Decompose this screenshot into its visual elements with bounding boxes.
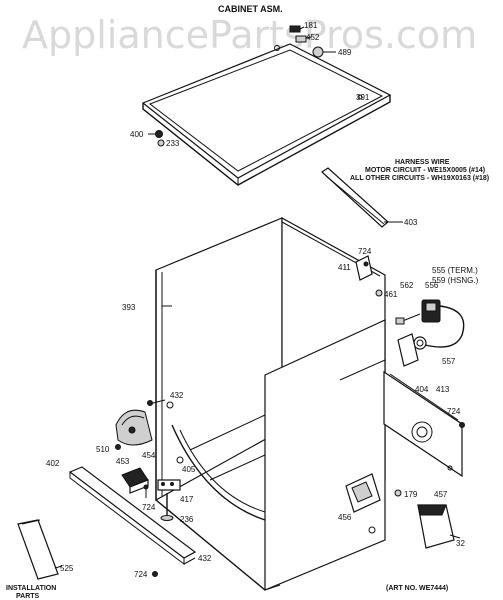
label-724-a: 724: [358, 247, 372, 256]
label-452-top: 452: [306, 33, 320, 42]
label-404: 404: [415, 385, 429, 394]
screw-179: [394, 489, 402, 497]
label-179: 179: [404, 490, 418, 499]
harness-strip: [321, 167, 403, 228]
label-403: 403: [404, 218, 418, 227]
label-724-c: 724: [142, 503, 156, 512]
label-456: 456: [338, 513, 352, 522]
screw-400: [148, 130, 165, 147]
pin-724: [143, 484, 149, 498]
clip-461: [375, 289, 383, 297]
label-454: 454: [142, 451, 156, 460]
rear-panel: [383, 370, 465, 478]
label-405: 405: [182, 465, 196, 474]
label-461: 461: [384, 290, 398, 299]
installation-line2: PARTS: [16, 593, 40, 600]
top-screws: [289, 25, 336, 58]
label-525: 525: [60, 564, 74, 573]
harness-line2: MOTOR CIRCUIT - WE15X0005 (#14): [365, 167, 485, 174]
label-453: 453: [116, 457, 130, 466]
label-432-b: 432: [198, 554, 212, 563]
bracket-404: [397, 333, 419, 367]
label-393: 393: [122, 303, 136, 312]
cover-457: [417, 504, 461, 549]
label-391: 391: [356, 93, 370, 102]
leveling-leg: [157, 479, 181, 521]
bracket-411: [355, 255, 373, 281]
label-457: 457: [434, 490, 448, 499]
watermark-text: AppliancePartsPros.com: [22, 13, 477, 57]
bracket-456: [345, 473, 381, 513]
cabinet-body: [155, 216, 386, 591]
label-417: 417: [180, 495, 194, 504]
idler-bracket: [115, 409, 153, 446]
harness-line1: HARNESS WIRE: [395, 159, 450, 166]
label-181: 181: [304, 21, 318, 30]
installation-line1: INSTALLATION: [6, 585, 56, 592]
label-724-d: 724: [134, 570, 148, 579]
art-number: (ART NO. WE7444): [386, 585, 448, 592]
label-489: 489: [338, 48, 352, 57]
label-557: 557: [442, 357, 456, 366]
toe-panel: [68, 466, 197, 566]
screw-432: [147, 399, 166, 406]
terminal-block: [395, 299, 465, 350]
label-559: 559 (HSNG.): [432, 276, 479, 285]
bolt-510: [115, 444, 121, 450]
label-555: 555 (TERM.): [432, 266, 478, 275]
label-432-a: 432: [170, 391, 184, 400]
label-236: 236: [180, 515, 194, 524]
label-510: 510: [96, 445, 110, 454]
harness-line3: ALL OTHER CIRCUITS - WH19X0163 (#18): [350, 175, 489, 182]
diagram-title: CABINET ASM.: [218, 4, 283, 14]
bracket-453: [121, 467, 149, 494]
label-562: 562: [400, 281, 414, 290]
label-413: 413: [436, 385, 450, 394]
label-724-b: 724: [447, 407, 461, 416]
label-556: 556: [425, 281, 439, 290]
label-233: 233: [166, 139, 180, 148]
top-panel: [141, 43, 392, 186]
installation-parts-bag: [17, 519, 63, 580]
label-402: 402: [46, 459, 60, 468]
label-32: 32: [456, 539, 465, 548]
label-411: 411: [338, 263, 351, 272]
screw-724-bottom: [152, 571, 158, 577]
label-400: 400: [130, 130, 144, 139]
